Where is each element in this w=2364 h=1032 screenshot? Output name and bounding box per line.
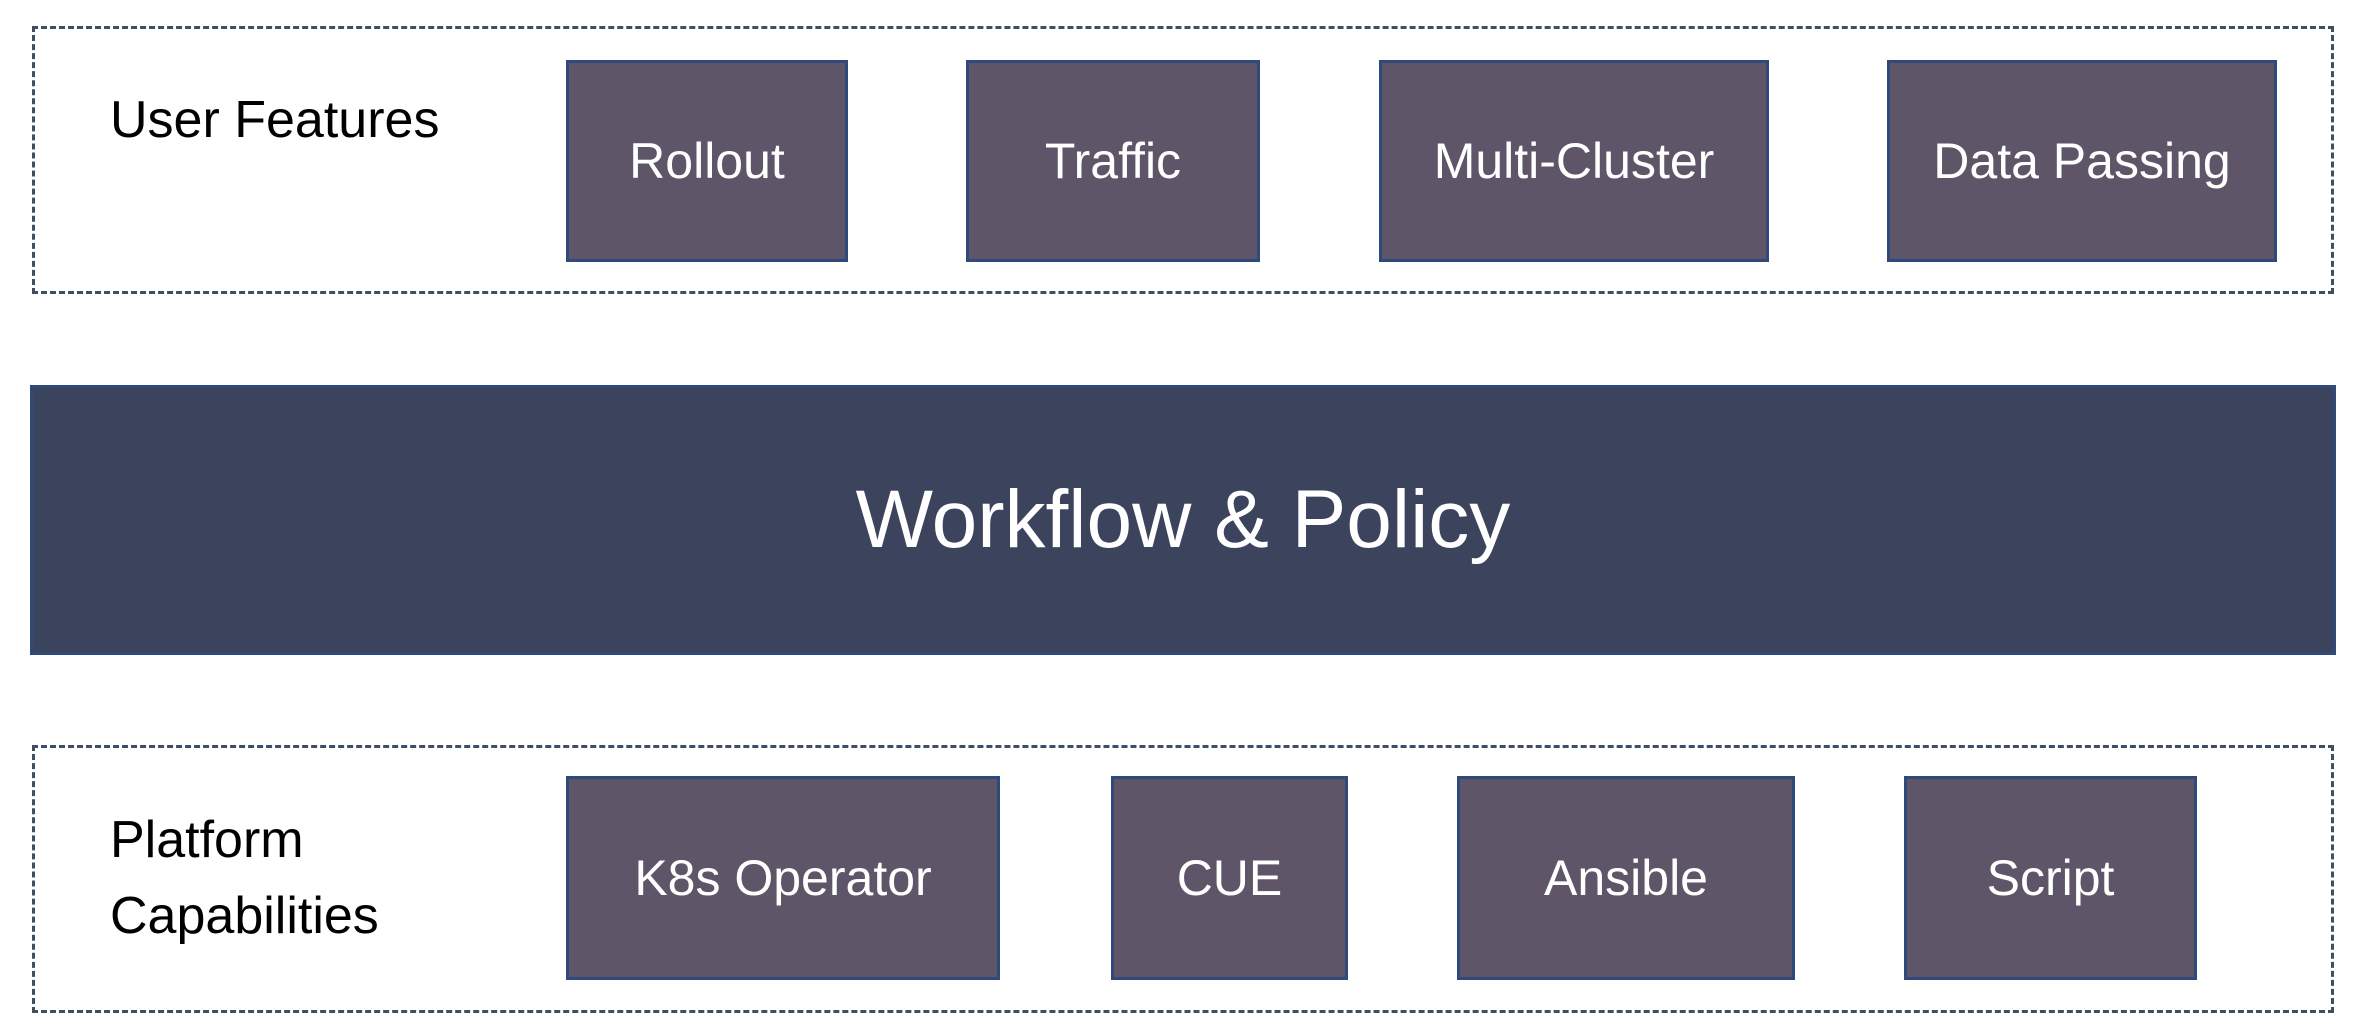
platform-capabilities-group: [32, 745, 2334, 1013]
capability-script: Script: [1904, 776, 2197, 980]
platform-capabilities-label: Platform Capabilities: [110, 811, 379, 945]
workflow-policy-layer: Workflow & Policy: [30, 385, 2336, 655]
feature-traffic: Traffic: [966, 60, 1260, 262]
capability-ansible: Ansible: [1457, 776, 1795, 980]
user-features-label: User Features: [110, 91, 440, 149]
feature-rollout: Rollout: [566, 60, 848, 262]
feature-data-passing: Data Passing: [1887, 60, 2277, 262]
capability-cue: CUE: [1111, 776, 1348, 980]
feature-multi-cluster: Multi-Cluster: [1379, 60, 1769, 262]
user-features-group: [32, 26, 2334, 294]
capability-k8s-operator: K8s Operator: [566, 776, 1000, 980]
